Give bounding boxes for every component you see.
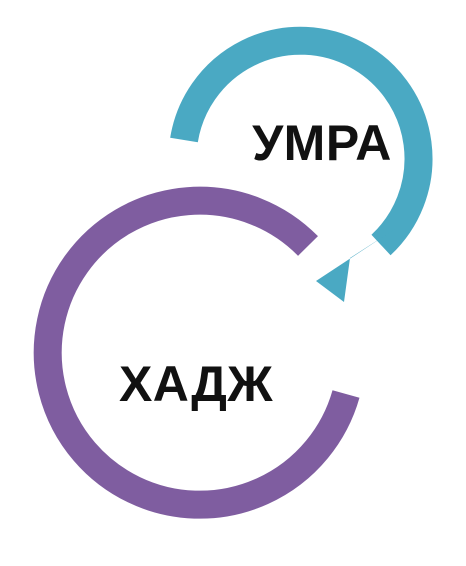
umra-ring-arc — [170, 26, 433, 256]
umra-arrowhead-icon — [316, 229, 395, 302]
umra-label: УМРА — [252, 115, 392, 171]
hajj-ring-arc — [33, 186, 360, 519]
hajj-label: ХАДЖ — [119, 356, 273, 412]
